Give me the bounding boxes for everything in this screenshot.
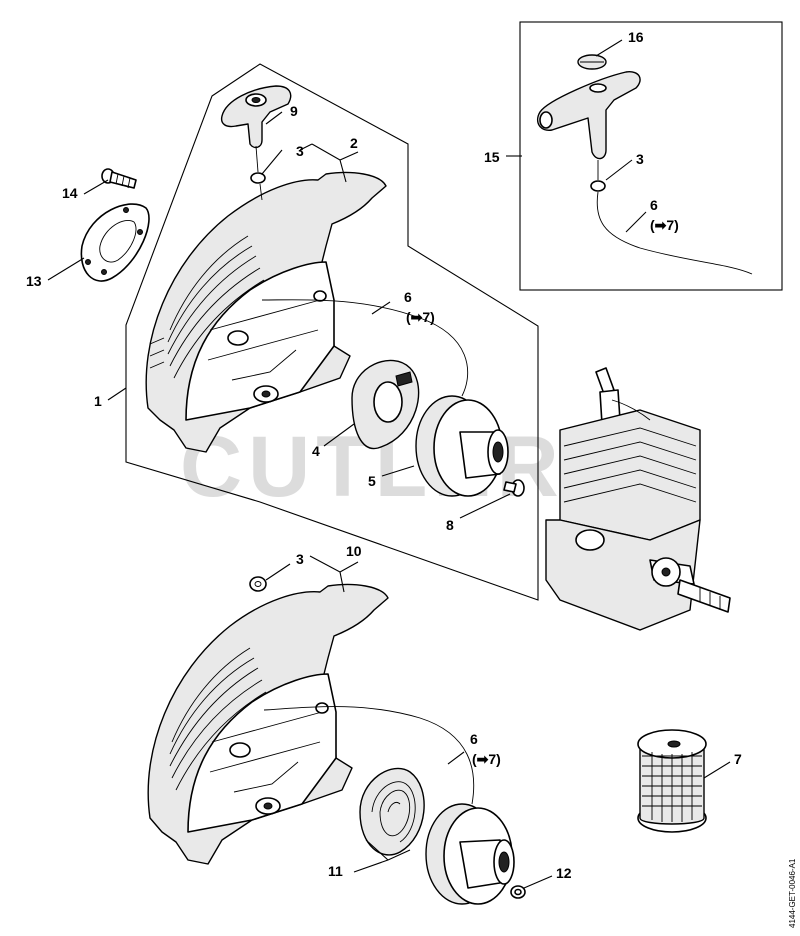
callout-12: 12 (556, 865, 572, 881)
callout-11: 11 (328, 863, 343, 879)
rope-spool (637, 729, 707, 833)
fan-housing-lower (147, 583, 389, 865)
washer-plate (80, 203, 150, 282)
callout-3-upper: 3 (296, 143, 304, 159)
callout-16: 16 (628, 29, 644, 45)
drawing-code: 4144-GET-0046-A1 (788, 858, 797, 928)
inset-grommet (590, 180, 606, 192)
rope-lower (263, 706, 475, 805)
callout-6-inset: 6 (650, 197, 658, 213)
rope-upper (259, 183, 263, 201)
inset-box (519, 21, 783, 291)
callout-13: 13 (26, 273, 42, 289)
assembly-outline (125, 63, 539, 601)
callout-3-lower: 3 (296, 551, 304, 567)
rope-rotor-upper (415, 395, 509, 497)
callouts: 1 2 3 9 14 13 6 (➡7) 4 5 8 15 16 3 6 (➡7… (26, 29, 742, 881)
callout-15: 15 (484, 149, 500, 165)
grommet-lower (249, 576, 267, 592)
callout-10: 10 (346, 543, 362, 559)
screw-8 (503, 479, 525, 497)
inset-rope (596, 191, 753, 275)
callout-1: 1 (94, 393, 102, 409)
callout-3-inset: 3 (636, 151, 644, 167)
callout-7: 7 (734, 751, 742, 767)
inset-cap (577, 54, 607, 70)
callout-9: 9 (290, 103, 298, 119)
callout-6-upper: 6 (404, 289, 412, 305)
engine-illustration (545, 367, 731, 631)
callout-2: 2 (350, 135, 358, 151)
callout-4: 4 (312, 443, 320, 459)
callout-6-lower: 6 (470, 731, 478, 747)
washer-12 (510, 885, 526, 899)
grommet-upper (250, 172, 266, 184)
callout-5: 5 (368, 473, 376, 489)
crossref-6-upper: (➡7) (406, 309, 435, 325)
leader-lines (47, 39, 731, 889)
rewind-spring (359, 767, 425, 856)
crossref-6-lower: (➡7) (472, 751, 501, 767)
fan-housing-upper (145, 171, 387, 453)
inset-handle (536, 71, 641, 160)
crossref-6-inset: (➡7) (650, 217, 679, 233)
callout-8: 8 (446, 517, 454, 533)
pawl-disc (351, 359, 420, 450)
screw-14 (101, 168, 137, 189)
rope-rotor-lower (425, 803, 515, 905)
callout-14: 14 (62, 185, 78, 201)
starter-grip (220, 85, 292, 149)
